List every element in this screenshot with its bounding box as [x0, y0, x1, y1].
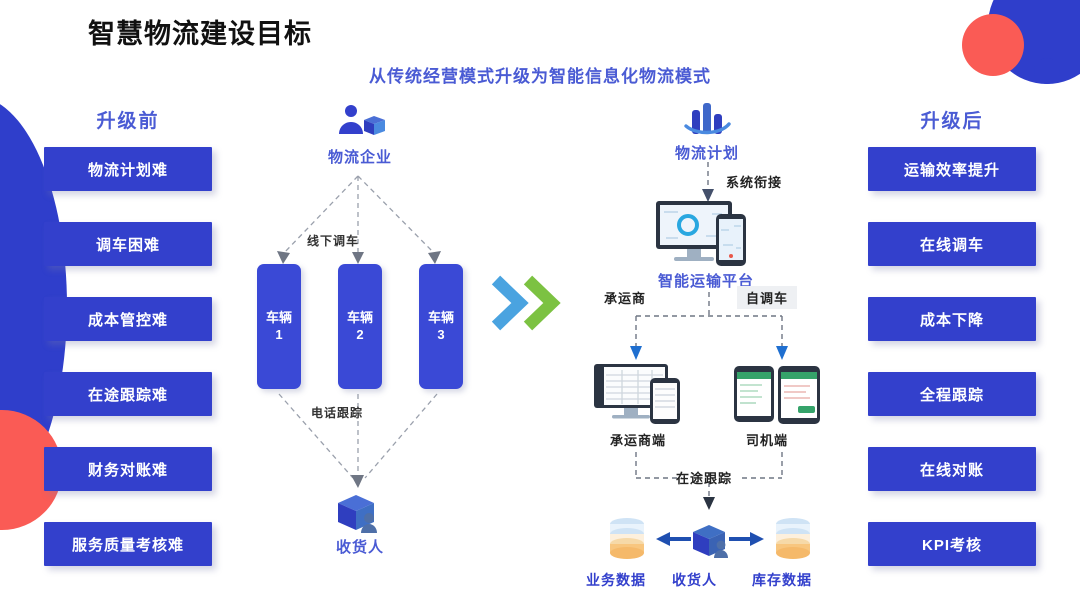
intransit-tracking-label: 在途跟踪 — [676, 471, 733, 486]
consignee-data-label: 收货人 — [672, 572, 717, 588]
vehicle-card-2[interactable]: 车辆 2 — [338, 264, 382, 389]
system-link-arrow — [702, 162, 714, 202]
carrier-terminal-label: 承运商端 — [610, 433, 667, 448]
vehicle-2-number: 2 — [356, 326, 364, 342]
before-item-1[interactable]: 物流计划难 — [44, 147, 212, 191]
driver-terminal-device-icon — [734, 366, 820, 424]
upgrade-arrow-icon — [491, 275, 561, 331]
before-item-2[interactable]: 调车困难 — [44, 222, 212, 266]
carrier-terminal-device-icon — [594, 364, 680, 424]
intransit-tracking-connectors — [635, 452, 783, 510]
vehicle-card-3[interactable]: 车辆 3 — [419, 264, 463, 389]
after-upgrade-heading: 升级后 — [920, 111, 984, 132]
self-dispatch-branch-label: 自调车 — [737, 286, 798, 309]
logistics-enterprise-label: 物流企业 — [327, 149, 392, 166]
after-upgrade-column: 升级后 运输效率提升 在线调车 成本下降 全程跟踪 在线对账 KPI考核 — [852, 106, 1052, 566]
before-item-6[interactable]: 服务质量考核难 — [44, 522, 212, 566]
before-upgrade-heading: 升级前 — [96, 111, 160, 132]
page-subtitle: 从传统经营模式升级为智能信息化物流模式 — [369, 67, 711, 86]
logistics-plan-icon — [684, 103, 731, 135]
after-item-4[interactable]: 全程跟踪 — [868, 372, 1036, 416]
logistics-enterprise-icon — [339, 105, 385, 135]
vehicle-card-1[interactable]: 车辆 1 — [257, 264, 301, 389]
smart-platform-label: 智能运输平台 — [657, 273, 754, 290]
vehicle-1-number: 1 — [275, 326, 283, 342]
smart-platform-device-icon — [656, 201, 746, 266]
before-item-4[interactable]: 在途跟踪难 — [44, 372, 212, 416]
logistics-plan-label: 物流计划 — [674, 145, 739, 162]
consignee-icon — [338, 495, 377, 533]
after-item-6[interactable]: KPI考核 — [868, 522, 1036, 566]
after-item-2[interactable]: 在线调车 — [868, 222, 1036, 266]
decoration-circle-topright-red — [962, 14, 1024, 76]
page-title: 智慧物流建设目标 — [88, 19, 312, 49]
consignee-label: 收货人 — [335, 539, 384, 556]
after-item-3[interactable]: 成本下降 — [868, 297, 1036, 341]
before-upgrade-diagram: 物流企业 线下调车 车辆 1 车辆 2 — [245, 104, 475, 574]
before-tracking-arrows — [278, 393, 438, 488]
vehicle-2-name: 车辆 — [346, 310, 373, 326]
before-dispatch-arrows — [277, 175, 441, 264]
vehicle-3-name: 车辆 — [427, 310, 454, 326]
after-item-5[interactable]: 在线对账 — [868, 447, 1036, 491]
business-data-label: 业务数据 — [586, 572, 646, 588]
vehicle-group: 车辆 1 车辆 2 车辆 3 — [257, 264, 463, 389]
before-upgrade-column: 升级前 物流计划难 调车困难 成本管控难 在途跟踪难 财务对账难 服务质量考核难 — [28, 106, 228, 566]
system-integration-label: 系统衔接 — [726, 175, 783, 190]
after-item-1[interactable]: 运输效率提升 — [868, 147, 1036, 191]
offline-dispatch-label: 线下调车 — [307, 234, 360, 248]
vehicle-1-name: 车辆 — [265, 310, 292, 326]
vehicle-3-number: 3 — [437, 326, 445, 342]
inventory-data-label: 库存数据 — [752, 572, 812, 588]
driver-terminal-label: 司机端 — [746, 433, 789, 448]
before-item-3[interactable]: 成本管控难 — [44, 297, 212, 341]
data-flow-icons — [610, 518, 810, 559]
decoration-dot-topright-blue — [1034, 58, 1060, 84]
platform-branch-connectors — [630, 292, 788, 360]
carrier-branch-label: 承运商 — [604, 291, 647, 306]
after-upgrade-diagram: 物流计划 系统衔接 智能运输平台 — [580, 100, 840, 588]
before-item-5[interactable]: 财务对账难 — [44, 447, 212, 491]
phone-tracking-label: 电话跟踪 — [311, 406, 364, 420]
